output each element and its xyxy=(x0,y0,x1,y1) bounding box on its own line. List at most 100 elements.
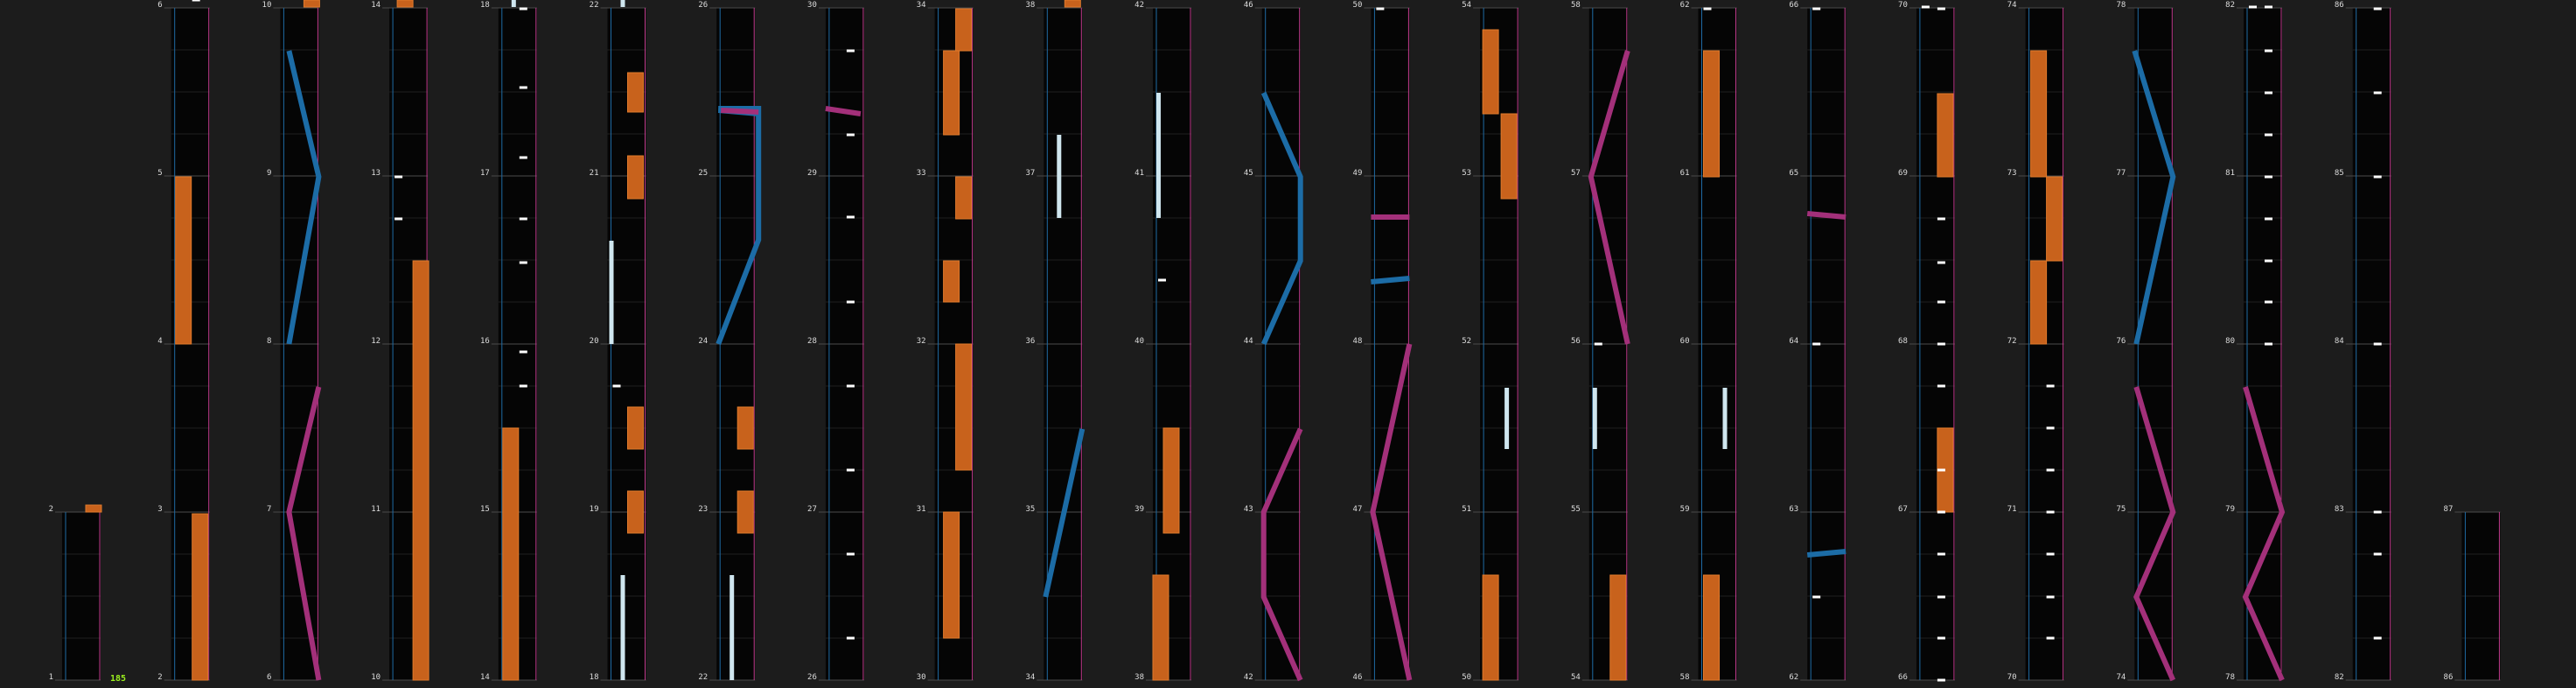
tap-note xyxy=(2265,5,2272,9)
tap-note xyxy=(1937,300,1945,304)
tap-note xyxy=(1937,261,1945,264)
beat-number: 56 xyxy=(1570,337,1581,346)
tap-note xyxy=(846,215,855,219)
beat-number: 42 xyxy=(1243,673,1253,682)
beat-number: 24 xyxy=(698,337,709,346)
beat-number: 51 xyxy=(1462,505,1472,514)
tap-note xyxy=(2373,175,2382,179)
slide-note xyxy=(1260,91,1303,346)
tap-note xyxy=(2265,49,2272,53)
beat-number: 84 xyxy=(2334,337,2344,346)
beat-number: 70 xyxy=(1898,1,1908,10)
hold-note xyxy=(175,176,192,345)
hold-note xyxy=(2030,260,2048,345)
tap-note xyxy=(2265,217,2272,221)
beat-number: 79 xyxy=(2225,505,2235,514)
hold-note xyxy=(192,513,209,681)
beat-number: 16 xyxy=(479,337,490,346)
beat-number: 5 xyxy=(157,169,163,178)
beat-number: 48 xyxy=(1352,337,1363,346)
hold-note xyxy=(736,490,754,534)
tap-note xyxy=(1921,5,1930,9)
beat-number: 22 xyxy=(698,673,709,682)
beat-number: 76 xyxy=(2116,337,2126,346)
beat-number: 1 xyxy=(48,673,53,682)
pale-hold-note xyxy=(1156,93,1161,218)
beat-number: 36 xyxy=(1025,337,1036,346)
tap-note xyxy=(1937,595,1945,599)
beat-number: 61 xyxy=(1679,169,1690,178)
beat-number: 77 xyxy=(2116,169,2126,178)
beat-number: 54 xyxy=(1462,1,1472,10)
beat-number: 66 xyxy=(1898,673,1908,682)
tap-note xyxy=(846,636,855,640)
slide-note xyxy=(825,106,862,116)
beat-number: 78 xyxy=(2116,1,2126,10)
beat-number: 17 xyxy=(479,169,490,178)
hold-note xyxy=(412,260,429,681)
beat-number: 68 xyxy=(1898,337,1908,346)
beat-number: 6 xyxy=(266,673,272,682)
beat-number: 3 xyxy=(157,505,163,514)
tap-note xyxy=(519,261,527,264)
beat-number: 15 xyxy=(479,505,490,514)
beat-number: 72 xyxy=(2007,337,2017,346)
beat-number: 30 xyxy=(916,673,926,682)
hold-note xyxy=(955,343,973,471)
hold-note xyxy=(1482,29,1499,115)
beat-number: 71 xyxy=(2007,505,2017,514)
beat-number: 53 xyxy=(1462,169,1472,178)
hold-note xyxy=(955,176,973,220)
hold-note xyxy=(736,406,754,450)
beat-number: 9 xyxy=(266,169,272,178)
beat-number: 21 xyxy=(589,169,599,178)
hold-note xyxy=(303,0,320,8)
beat-number: 44 xyxy=(1243,337,1253,346)
tap-note xyxy=(2373,636,2382,640)
beat-number: 41 xyxy=(1134,169,1144,178)
beat-number: 38 xyxy=(1134,673,1144,682)
hold-note xyxy=(943,511,960,639)
beat-number: 8 xyxy=(266,337,272,346)
beat-number: 38 xyxy=(1025,1,1036,10)
tap-note xyxy=(192,0,200,2)
slide-note xyxy=(1588,50,1630,345)
beat-number: 2 xyxy=(48,505,53,514)
slide-note xyxy=(2133,386,2176,682)
hold-note xyxy=(502,427,520,681)
tap-note xyxy=(519,217,527,221)
tap-note xyxy=(2249,5,2257,9)
beat-number: 67 xyxy=(1898,505,1908,514)
pale-hold-note xyxy=(730,575,735,680)
tap-note xyxy=(846,300,855,304)
hold-note xyxy=(1482,574,1499,681)
beat-number: 4 xyxy=(157,337,163,346)
beat-number: 86 xyxy=(2443,673,2454,682)
beat-number: 62 xyxy=(1789,673,1799,682)
beat-number: 82 xyxy=(2334,673,2344,682)
hold-note xyxy=(1703,50,1720,178)
tap-note xyxy=(2373,91,2382,95)
tap-note xyxy=(1937,7,1945,11)
beat-number: 49 xyxy=(1352,169,1363,178)
beat-number: 12 xyxy=(371,337,381,346)
tap-note xyxy=(1812,595,1821,599)
tap-note xyxy=(1937,552,1945,556)
hold-note xyxy=(1609,574,1627,681)
beat-number: 14 xyxy=(479,673,490,682)
beat-number: 66 xyxy=(1789,1,1799,10)
beat-number: 74 xyxy=(2007,1,2017,10)
beat-number: 45 xyxy=(1243,169,1253,178)
hold-note xyxy=(627,155,644,200)
beat-number: 50 xyxy=(1462,673,1472,682)
beat-number: 74 xyxy=(2116,673,2126,682)
beat-number: 81 xyxy=(2225,169,2235,178)
tap-note xyxy=(519,156,527,159)
beat-number: 54 xyxy=(1570,673,1581,682)
tap-note xyxy=(1937,342,1945,346)
tap-note xyxy=(394,175,403,179)
tap-note xyxy=(2265,133,2272,137)
tap-note xyxy=(1937,510,1945,514)
tap-note xyxy=(1703,7,1712,11)
tap-note xyxy=(1937,217,1945,221)
